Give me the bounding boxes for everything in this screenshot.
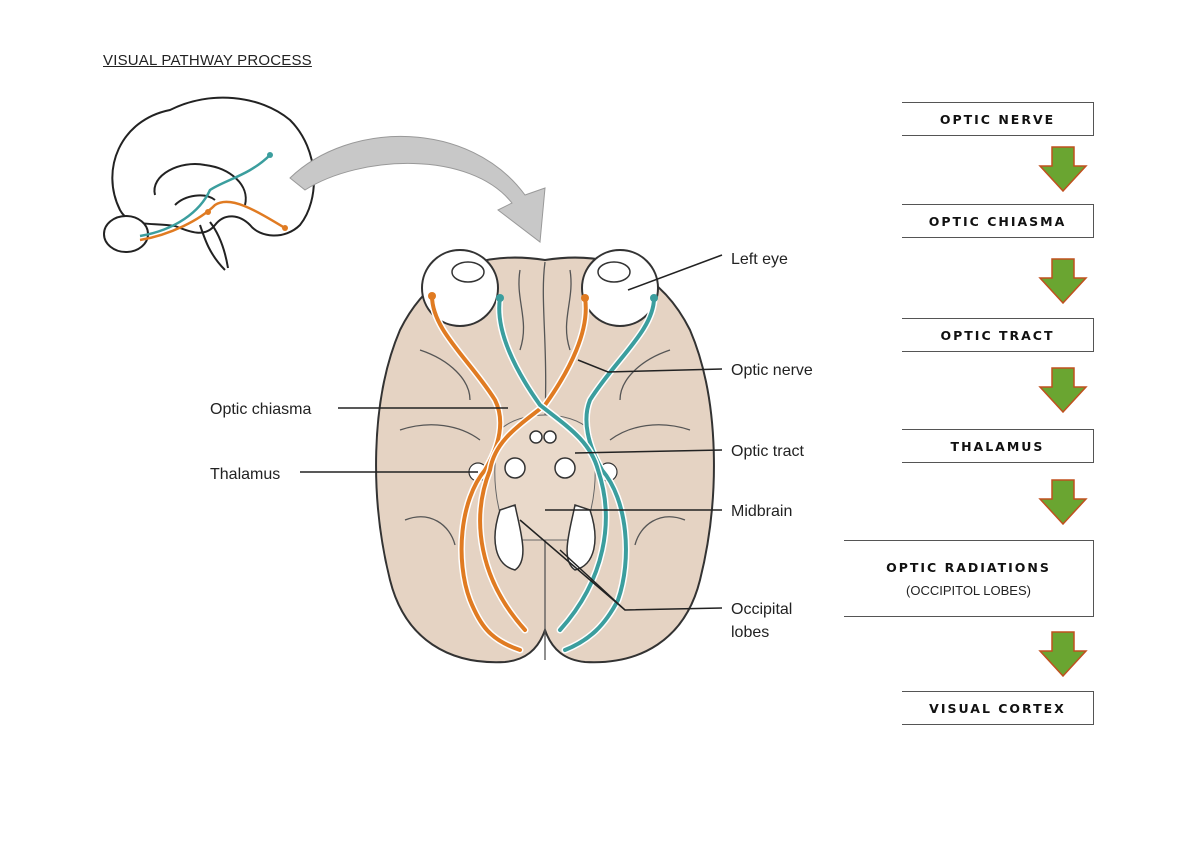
label-lobes: lobes [731, 624, 769, 641]
label-optic-nerve: Optic nerve [731, 362, 813, 379]
down-arrow-icon [1038, 146, 1088, 192]
page-title: VISUAL PATHWAY PROCESS [103, 52, 312, 69]
teal-pathway [495, 294, 658, 654]
label-optic-chiasma: Optic chiasma [210, 401, 311, 418]
curved-arrow [289, 136, 546, 243]
flow-label: OPTIC TRACT [940, 327, 1055, 343]
flow-box-optic-radiations: OPTIC RADIATIONS (OCCIPITOL LOBES) [844, 540, 1094, 617]
flow-box-optic-nerve: OPTIC NERVE [902, 102, 1094, 136]
label-midbrain: Midbrain [731, 503, 792, 520]
flow-box-optic-chiasma: OPTIC CHIASMA [902, 204, 1094, 238]
label-left-eye: Left eye [731, 251, 788, 268]
right-eyeball [581, 249, 659, 327]
label-optic-tract: Optic tract [731, 443, 804, 460]
flow-box-visual-cortex: VISUAL CORTEX [902, 691, 1094, 725]
down-arrow-icon [1038, 631, 1088, 677]
flow-box-optic-tract: OPTIC TRACT [902, 318, 1094, 352]
flow-sublabel: (OCCIPITOL LOBES) [906, 582, 1031, 598]
sagittal-teal-path [139, 154, 271, 238]
sagittal-orange-path [139, 200, 286, 242]
down-arrow-icon [1038, 479, 1088, 525]
flow-label: VISUAL CORTEX [929, 700, 1066, 716]
flow-label: OPTIC NERVE [939, 111, 1056, 127]
flow-label: OPTIC RADIATIONS [886, 559, 1051, 575]
flow-label: OPTIC CHIASMA [928, 213, 1067, 229]
axial-brain [375, 256, 715, 664]
label-occipital: Occipital [731, 601, 792, 618]
down-arrow-icon [1038, 367, 1088, 413]
orange-pathway [428, 292, 590, 654]
flow-box-thalamus: THALAMUS [902, 429, 1094, 463]
flow-label: THALAMUS [950, 438, 1045, 454]
sagittal-brain-sketch [103, 96, 315, 271]
label-thalamus: Thalamus [210, 466, 280, 483]
left-eyeball [421, 249, 499, 327]
down-arrow-icon [1038, 258, 1088, 304]
leader-lines [300, 254, 723, 611]
